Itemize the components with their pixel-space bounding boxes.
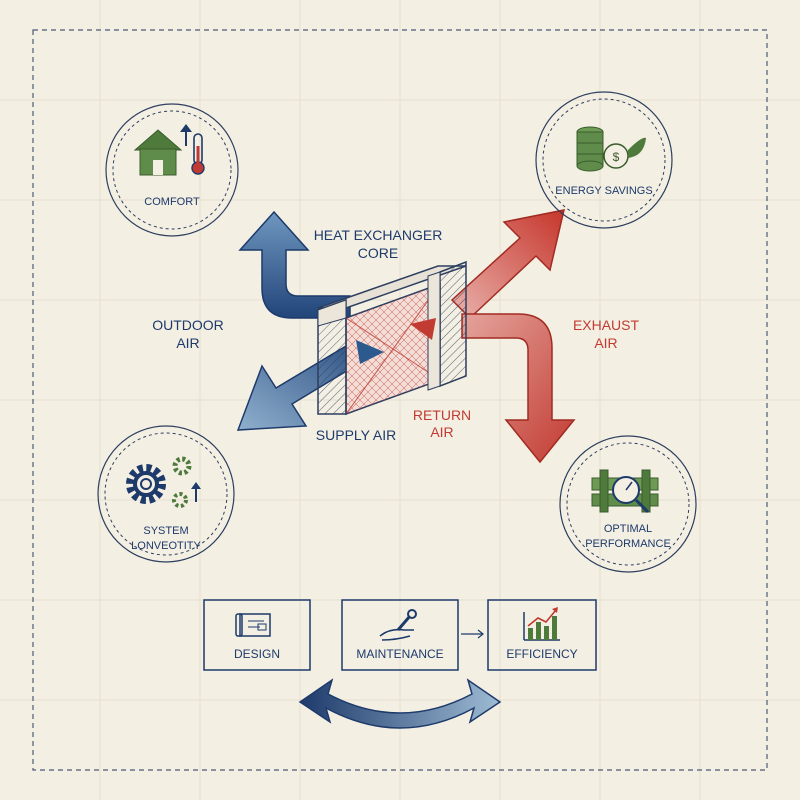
design-box: DESIGN [203, 599, 311, 671]
return-air-arrow [461, 313, 576, 464]
pipes-gauge-icon [591, 469, 659, 514]
outdoor-air-label-line1: OUTDOOR [152, 317, 224, 333]
outdoor-air-label-line2: AIR [176, 335, 199, 351]
energy-savings-label: ENERGY SAVINGS [555, 185, 652, 197]
return-air-label-line1: RETURN [413, 407, 471, 423]
optimal-performance-label-line1: OPTIMAL [604, 523, 652, 535]
comfort-badge: COMFORT [105, 103, 239, 237]
cycle-arc-arrow [298, 678, 502, 729]
maintenance-label: MAINTENANCE [356, 647, 443, 661]
bar-chart-icon [523, 607, 560, 641]
comfort-label: COMFORT [144, 196, 200, 208]
core-title-line2: CORE [358, 245, 398, 261]
coins-leaf-icon: $ [576, 126, 646, 172]
design-label: DESIGN [234, 647, 280, 661]
energy-savings-badge: $ ENERGY SAVINGS [535, 91, 673, 229]
exhaust-air-label-line1: EXHAUST [573, 317, 640, 333]
heat-exchanger-core [317, 260, 467, 416]
svg-text:$: $ [613, 150, 620, 164]
core-title-line1: HEAT EXCHANGER [314, 227, 443, 243]
maintenance-box: MAINTENANCE [341, 599, 459, 671]
return-air-label-line2: AIR [430, 424, 453, 440]
gears-icon [126, 456, 201, 508]
supply-air-label: SUPPLY AIR [316, 427, 396, 443]
outdoor-air-arrow [238, 210, 351, 319]
process-arrow [461, 629, 484, 639]
blueprint-icon [235, 613, 271, 637]
exhaust-air-label-line2: AIR [594, 335, 617, 351]
exhaust-up-arrow [450, 209, 565, 320]
system-longevity-badge: SYSTEM LONVEOTITY [97, 425, 235, 563]
wrench-hand-icon [379, 609, 417, 641]
efficiency-box: EFFICIENCY [487, 599, 597, 671]
efficiency-label: EFFICIENCY [506, 647, 577, 661]
system-longevity-label-line2: LONVEOTITY [131, 540, 201, 552]
dashed-frame [32, 29, 768, 771]
optimal-performance-label-line2: PERFORMANCE [585, 538, 671, 550]
optimal-performance-badge: OPTIMAL PERFORMANCE [559, 435, 697, 573]
system-longevity-label-line1: SYSTEM [143, 525, 188, 537]
house-thermometer-icon [133, 124, 205, 176]
